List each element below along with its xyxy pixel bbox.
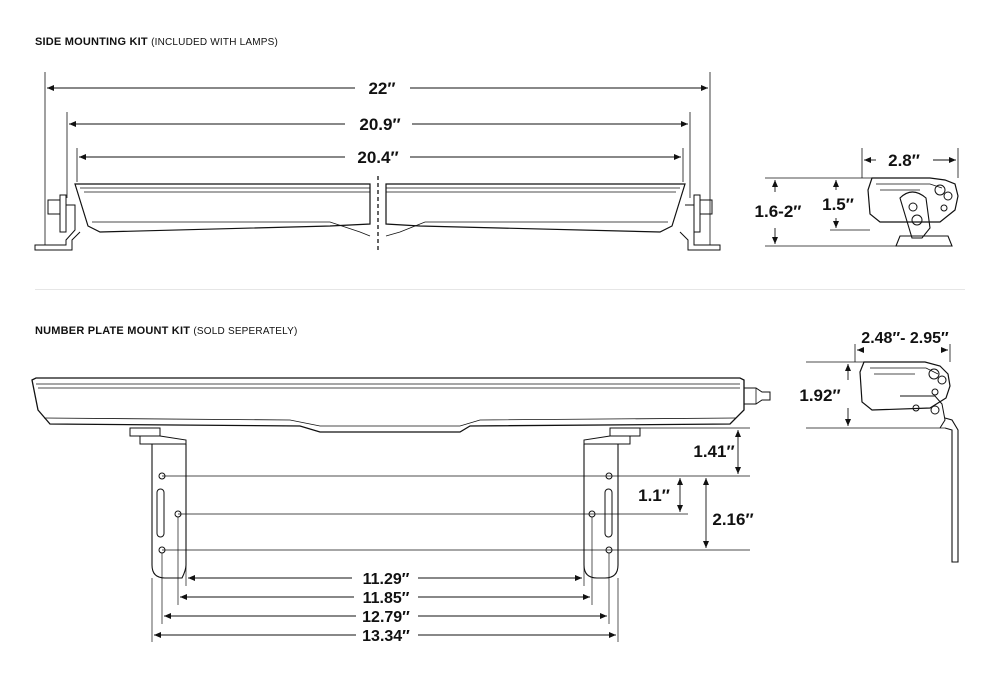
plate-mount-title: NUMBER PLATE MOUNT KIT xyxy=(35,325,191,337)
dim-plate-height: 1.92″ xyxy=(799,386,840,405)
dim-overall-width: 22″ xyxy=(368,79,395,98)
section-divider xyxy=(35,289,965,290)
dim-inner-width: 20.4″ xyxy=(357,148,398,167)
plate-profile-view xyxy=(806,344,959,563)
dim-slot-spacing: 1.1″ xyxy=(638,486,670,505)
dim-hole-spacing: 2.16″ xyxy=(712,510,753,529)
plate-profile-dimension-lines xyxy=(845,347,948,426)
side-profile-view xyxy=(765,148,959,247)
dim-side-depth: 2.8″ xyxy=(888,151,920,170)
plate-front-view xyxy=(31,377,771,642)
dim-plate-depth-range: 2.48″- 2.95″ xyxy=(861,330,949,347)
dim-width-4: 13.34″ xyxy=(362,628,410,645)
side-front-view xyxy=(34,72,721,251)
side-profile-dimension-lines xyxy=(772,157,956,244)
dim-mid-width: 20.9″ xyxy=(359,115,400,134)
side-mount-note: (INCLUDED WITH LAMPS) xyxy=(151,37,279,48)
plate-mount-note: (SOLD SEPERATELY) xyxy=(193,326,298,337)
plate-mount-heading: NUMBER PLATE MOUNT KIT (SOLD SEPERATELY) xyxy=(35,325,298,337)
dim-width-1: 11.29″ xyxy=(363,571,410,588)
dim-bracket-offset: 1.41″ xyxy=(693,442,734,461)
dim-side-height-range: 1.6-2″ xyxy=(755,202,802,221)
side-mount-title: SIDE MOUNTING KIT xyxy=(35,36,148,48)
dim-width-2: 11.85″ xyxy=(363,590,410,607)
plate-dimension-lines xyxy=(154,430,741,638)
side-mount-heading: SIDE MOUNTING KIT (INCLUDED WITH LAMPS) xyxy=(35,36,278,48)
side-dimension-lines xyxy=(47,85,708,160)
dim-width-3: 12.79″ xyxy=(362,609,410,626)
dim-side-height: 1.5″ xyxy=(822,195,854,214)
